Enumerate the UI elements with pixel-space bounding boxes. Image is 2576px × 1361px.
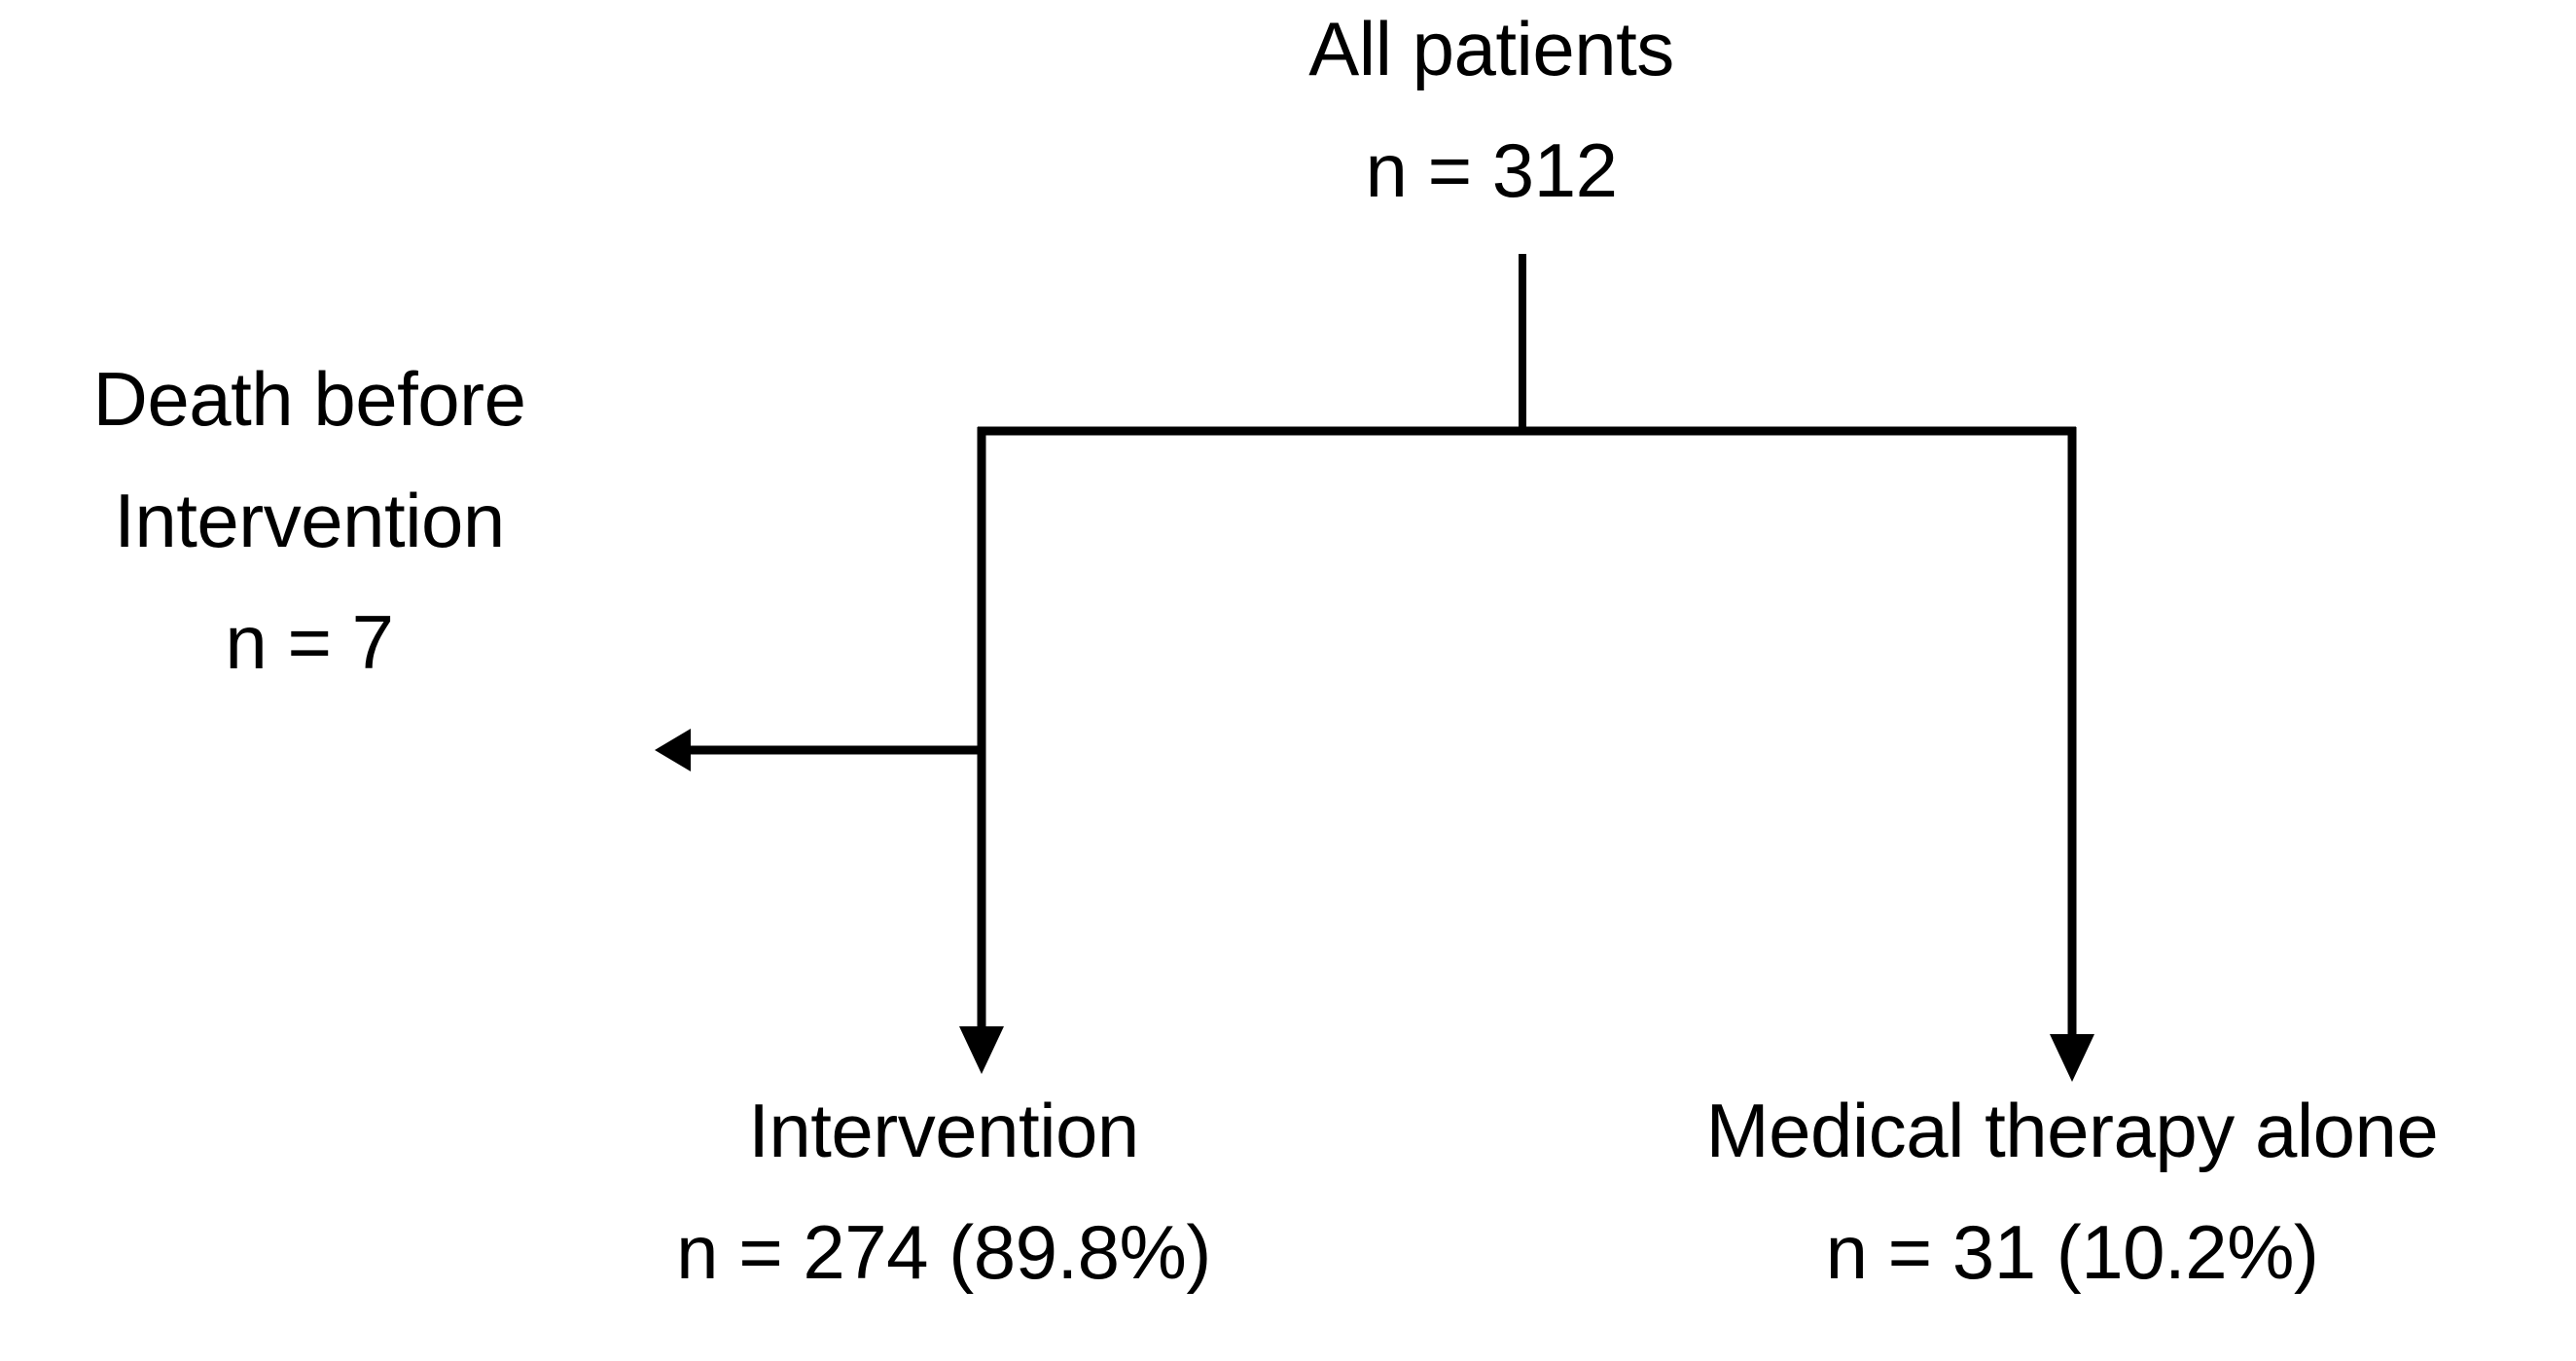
node-medical-therapy-alone: Medical therapy alone n = 31 (10.2%) — [1706, 1070, 2439, 1313]
node-death-before-intervention-label-line1: Death before — [92, 356, 526, 442]
node-medical-therapy-alone-count: n = 31 (10.2%) — [1825, 1209, 2319, 1295]
node-death-before-intervention-count: n = 7 — [225, 599, 394, 685]
node-all-patients-label: All patients — [1308, 6, 1674, 91]
node-intervention-count: n = 274 (89.8%) — [676, 1209, 1211, 1295]
node-all-patients: All patients n = 312 — [1308, 0, 1674, 232]
node-death-before-intervention: Death before Intervention n = 7 — [93, 339, 526, 703]
node-all-patients-count: n = 312 — [1365, 127, 1618, 213]
arrowhead-down-medical-therapy-alone — [2050, 1034, 2094, 1082]
node-intervention-label: Intervention — [748, 1088, 1139, 1173]
node-death-before-intervention-label-line2: Intervention — [114, 478, 505, 563]
arrowhead-left-death-before-intervention — [655, 729, 691, 771]
node-medical-therapy-alone-label: Medical therapy alone — [1705, 1088, 2439, 1173]
arrowhead-down-intervention — [959, 1026, 1004, 1074]
node-intervention: Intervention n = 274 (89.8%) — [676, 1070, 1211, 1313]
